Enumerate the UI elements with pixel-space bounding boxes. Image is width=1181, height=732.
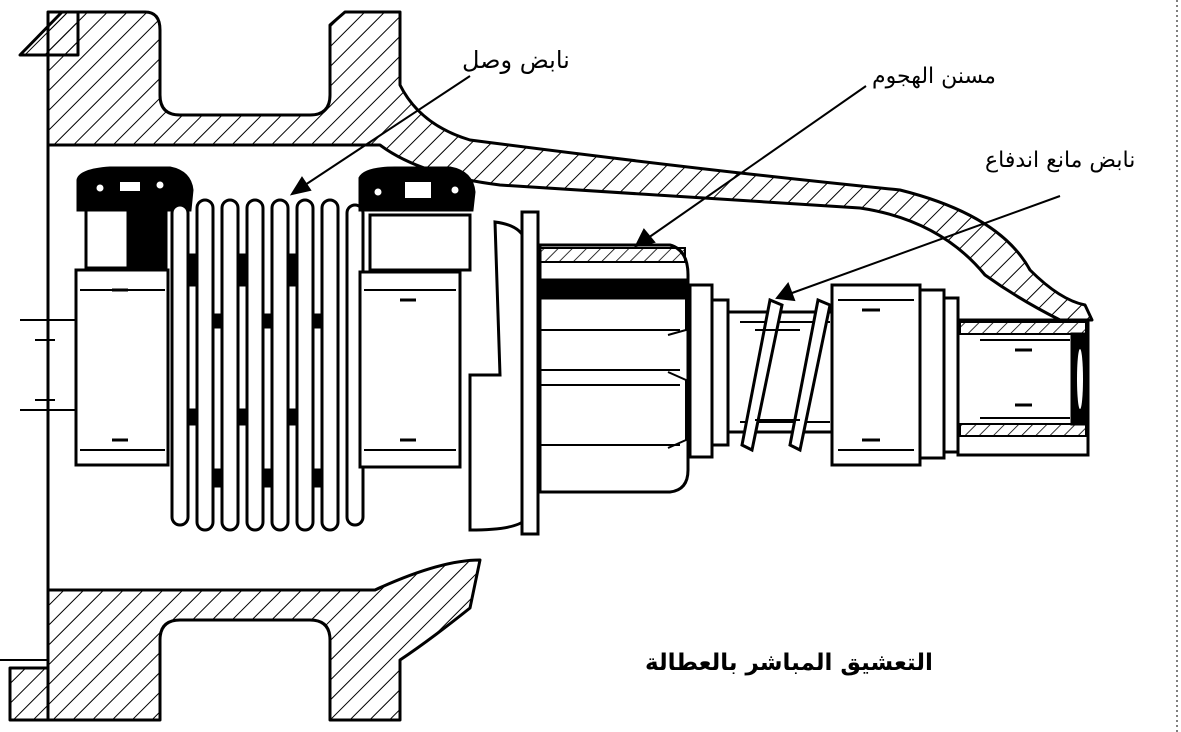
diagram-caption: التعشيق المباشر بالعطالة xyxy=(645,650,933,676)
leader-coupling-spring xyxy=(304,75,471,186)
armature-shaft-stub xyxy=(20,319,75,411)
lower-housing xyxy=(0,145,482,722)
arrowhead-anti-drive-spring xyxy=(775,281,796,302)
label-anti-drive-spring: نابض مانع اندفاع xyxy=(985,148,1136,173)
end-bushing xyxy=(956,318,1090,457)
label-pinion: مسنن الهجوم xyxy=(872,64,996,89)
coupling-hub-left xyxy=(74,166,194,467)
arrowhead-coupling-spring xyxy=(289,176,312,196)
arrowhead-pinion xyxy=(634,228,656,248)
leader-pinion xyxy=(647,85,867,239)
label-coupling-spring: نابض وصل xyxy=(462,46,570,74)
upper-housing xyxy=(18,10,1094,322)
leader-lines xyxy=(289,75,1061,302)
clutch-flange xyxy=(468,210,540,536)
stop-collar xyxy=(830,283,960,467)
leader-anti-drive-spring xyxy=(791,195,1061,294)
coupling-spring xyxy=(170,198,365,532)
coupling-hub-right xyxy=(358,166,476,469)
anti-drive-spring xyxy=(726,297,838,453)
pinion-gear xyxy=(538,243,730,494)
